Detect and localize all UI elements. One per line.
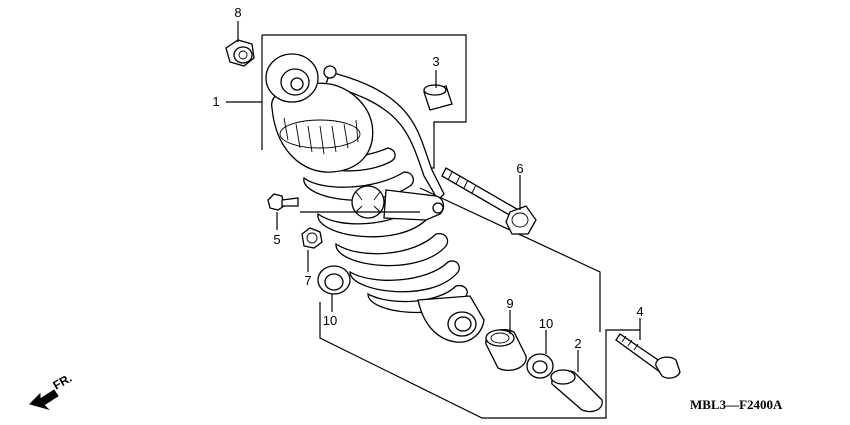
callout-10-upper: 10 (323, 313, 337, 328)
flange-nut (301, 227, 323, 249)
callout-3: 3 (432, 54, 439, 69)
callout-6: 6 (516, 161, 523, 176)
callout-5: 5 (273, 232, 280, 247)
assembly-boundary-lower (319, 302, 640, 419)
callout-2: 2 (574, 336, 581, 351)
cap-nut (225, 39, 255, 67)
diagram-code: MBL3—F2400A (690, 397, 783, 412)
lower-collar (550, 369, 603, 413)
forward-label: FR. (51, 371, 75, 393)
callout-8: 8 (234, 5, 241, 20)
callout-1: 1 (212, 94, 219, 109)
assembly-boundary-right (419, 187, 601, 332)
needle-bearing (485, 329, 527, 371)
forward-direction-arrow: FR. (29, 371, 75, 410)
upper-mount-bolt (441, 167, 537, 235)
assembly-boundary-upper (262, 34, 467, 169)
callout-7: 7 (304, 273, 311, 288)
collar (423, 84, 453, 111)
flange-bolt (267, 193, 299, 211)
dust-seal-upper (317, 265, 351, 295)
callout-10-lower: 10 (539, 316, 553, 331)
callout-9: 9 (506, 296, 513, 311)
dust-seal-lower (526, 353, 554, 379)
rear-shock-absorber (265, 53, 485, 343)
callout-4: 4 (636, 304, 643, 319)
lower-mount-bolt (615, 333, 681, 379)
